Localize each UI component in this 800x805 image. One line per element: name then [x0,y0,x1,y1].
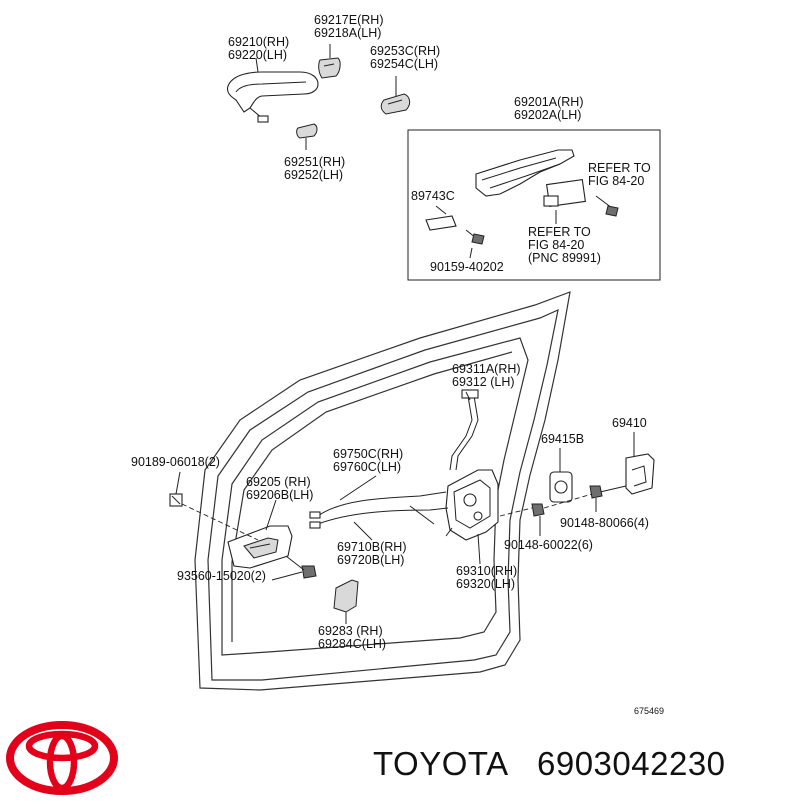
label-refer-top-line1: REFER TO [588,161,651,175]
label-bumper: 69415B [541,432,584,446]
leader-outer-handle [255,57,259,73]
label-refer-bottom-line2: FIG 84-20 [528,238,584,252]
door-lock-cables [309,491,449,529]
label-striker-bolt: 90148-80066(4) [560,516,649,530]
label-frame-lh: 69202A(LH) [514,108,581,122]
brand-name: TOYOTA [373,745,509,782]
label-refer-bottom-line1: REFER TO [528,225,591,239]
handle-frame-assembly [475,149,586,208]
label-cable-lower-lh: 69720B(LH) [337,553,404,567]
handle-cover-upper [318,57,341,79]
frame-inset-box [407,129,661,281]
door-striker [625,453,655,495]
leader-cable-upper [339,475,377,501]
part-number: 6903042230 [537,745,726,782]
outer-door-handle [226,71,319,123]
label-inner-handle-rh: 69205 (RH) [246,475,311,489]
leader-clip [175,471,181,495]
toyota-logo-icon [6,721,118,795]
leader-pad [435,205,447,215]
leader-screw [469,247,473,259]
handle-cover-lower [380,93,411,115]
label-cover-lower-rh: 69253C(RH) [370,44,440,58]
leader-inner-handle [265,499,277,531]
striker-bolt [589,485,627,499]
label-cable-upper-lh: 69760C(LH) [333,460,401,474]
label-cover-upper-lh: 69218A(LH) [314,26,381,40]
inside-door-handle [227,525,293,569]
label-inner-handle-lh: 69206B(LH) [246,488,313,502]
handle-bezel [333,579,359,613]
label-pad-rh: 69251(RH) [284,155,345,169]
frame-screw [465,229,485,245]
label-cover-upper-rh: 69217E(RH) [314,13,383,27]
label-frame-screw: 90159-40202 [430,260,504,274]
label-outer-handle-rh: 69210(RH) [228,35,289,49]
label-cable-lower-rh: 69710B(RH) [337,540,406,554]
label-lock-lh: 69320(LH) [456,577,515,591]
label-rod-rh: 69311A(RH) [452,362,521,376]
door-panel-outline [194,291,571,691]
leader-lock [477,533,481,565]
leader-cable-lower [353,521,373,541]
door-clip [169,493,259,541]
label-bezel-lh: 69284C(LH) [318,637,386,651]
label-frame-rh: 69201A(RH) [514,95,583,109]
label-clip: 90189-06018(2) [131,455,220,469]
label-bezel-rh: 69283 (RH) [318,624,383,638]
handle-screw [285,555,317,579]
lock-screw [499,493,593,517]
label-refer-bottom-line3: (PNC 89991) [528,251,601,265]
label-striker: 69410 [612,416,647,430]
label-cover-lower-lh: 69254C(LH) [370,57,438,71]
label-refer-top-line2: FIG 84-20 [588,174,644,188]
label-pad-small: 89743C [411,189,455,203]
label-pad-lh: 69252(LH) [284,168,343,182]
lock-rod [449,389,479,471]
frame-pad-small [425,215,457,231]
handle-pad [296,123,318,139]
diagram-number: 675469 [634,706,664,716]
leader-handle-screw [271,571,303,581]
label-rod-lh: 69312 (LH) [452,375,515,389]
label-lock-screw: 90148-60022(6) [504,538,593,552]
label-outer-handle-lh: 69220(LH) [228,48,287,62]
door-bumper [549,471,573,503]
label-cable-upper-rh: 69750C(RH) [333,447,403,461]
label-lock-rh: 69310(RH) [456,564,517,578]
door-lock-assembly [445,469,499,541]
leader-rod [465,391,471,401]
refer-bolt [595,195,619,217]
label-handle-screw: 93560-15020(2) [177,569,266,583]
